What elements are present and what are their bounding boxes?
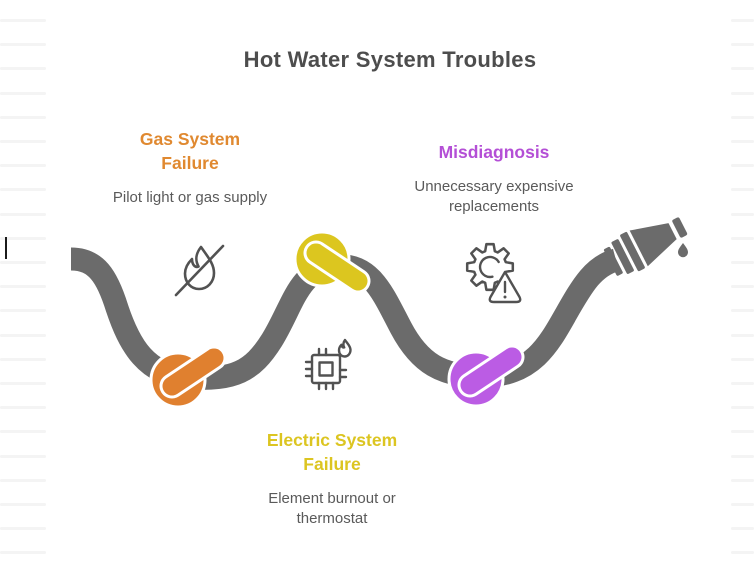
page-edge-line bbox=[0, 309, 46, 313]
page-edge-line bbox=[0, 478, 46, 482]
page-edge-line bbox=[731, 454, 754, 458]
section-misdiagnosis-title: Misdiagnosis bbox=[438, 142, 550, 162]
page-edge-line bbox=[731, 236, 754, 240]
page-edge-line bbox=[731, 43, 754, 47]
page-edge-line bbox=[731, 285, 754, 289]
page-edge-line bbox=[0, 503, 46, 506]
page-title: Hot Water System Troubles bbox=[243, 47, 537, 72]
page-edge-line bbox=[731, 261, 754, 264]
section-gas: Gas System Failure Pilot light or gas su… bbox=[90, 128, 290, 208]
knot-gas bbox=[149, 345, 227, 409]
page-edge-line bbox=[731, 164, 754, 168]
chip-flame-icon bbox=[304, 338, 352, 391]
page-edge-line bbox=[0, 333, 46, 337]
section-gas-description: Pilot light or gas supply bbox=[112, 188, 268, 206]
page-edge-line bbox=[0, 236, 46, 240]
page-edge-line bbox=[731, 357, 754, 361]
page-edge-line bbox=[731, 309, 754, 313]
section-electric-description: Element burnout or thermostat bbox=[268, 489, 396, 528]
flame-off-icon bbox=[174, 244, 225, 297]
text-cursor bbox=[5, 237, 7, 259]
page-edge-line bbox=[731, 91, 754, 95]
knot-misdiagnosis bbox=[447, 344, 525, 408]
page-edge-line bbox=[731, 551, 754, 555]
page-edge-line bbox=[0, 91, 46, 95]
page-edge-line bbox=[731, 212, 754, 216]
page-edge-line bbox=[0, 188, 46, 192]
page-edge-line bbox=[0, 285, 46, 289]
page-edge-line bbox=[0, 430, 46, 434]
section-electric-title: Electric System Failure bbox=[266, 430, 398, 474]
knot-electric bbox=[293, 230, 371, 294]
page-edge-line bbox=[0, 382, 46, 385]
page-edge-line bbox=[0, 406, 46, 410]
water-drop-icon bbox=[678, 243, 688, 258]
page-edge-line bbox=[0, 115, 46, 119]
page-edge-line bbox=[731, 527, 754, 531]
page-edge-line bbox=[731, 382, 754, 385]
page-edge-line bbox=[731, 333, 754, 337]
warning-triangle-icon bbox=[488, 270, 522, 304]
section-misdiagnosis-description: Unnecessary expensive replacements bbox=[414, 177, 574, 216]
section-gas-title: Gas System Failure bbox=[139, 129, 241, 173]
page-edge-line bbox=[731, 430, 754, 434]
page-edge-line bbox=[731, 67, 754, 71]
page-edge-line bbox=[0, 43, 46, 47]
page-edge-line bbox=[0, 261, 46, 264]
page-edge-line bbox=[0, 19, 46, 22]
gear-warning-icon bbox=[465, 242, 522, 304]
page-edge-line bbox=[731, 503, 754, 506]
page-edge-line bbox=[731, 406, 754, 410]
page-edge-line bbox=[731, 478, 754, 482]
page-edge-line bbox=[731, 19, 754, 22]
page-edge-line bbox=[0, 67, 46, 71]
page-edge-line bbox=[0, 357, 46, 361]
page-edge-line bbox=[0, 551, 46, 555]
page-edge-line bbox=[0, 140, 46, 143]
page-edge-line bbox=[731, 188, 754, 192]
page-edge-line bbox=[731, 140, 754, 143]
hose-nozzle bbox=[603, 217, 688, 276]
section-misdiagnosis: Misdiagnosis Unnecessary expensive repla… bbox=[394, 141, 594, 218]
page-edge-line bbox=[0, 212, 46, 216]
page-edge-line bbox=[0, 454, 46, 458]
page-edge-line bbox=[0, 527, 46, 531]
section-electric: Electric System Failure Element burnout … bbox=[232, 429, 432, 530]
page-edge-line bbox=[0, 164, 46, 168]
page-edge-line bbox=[731, 115, 754, 119]
